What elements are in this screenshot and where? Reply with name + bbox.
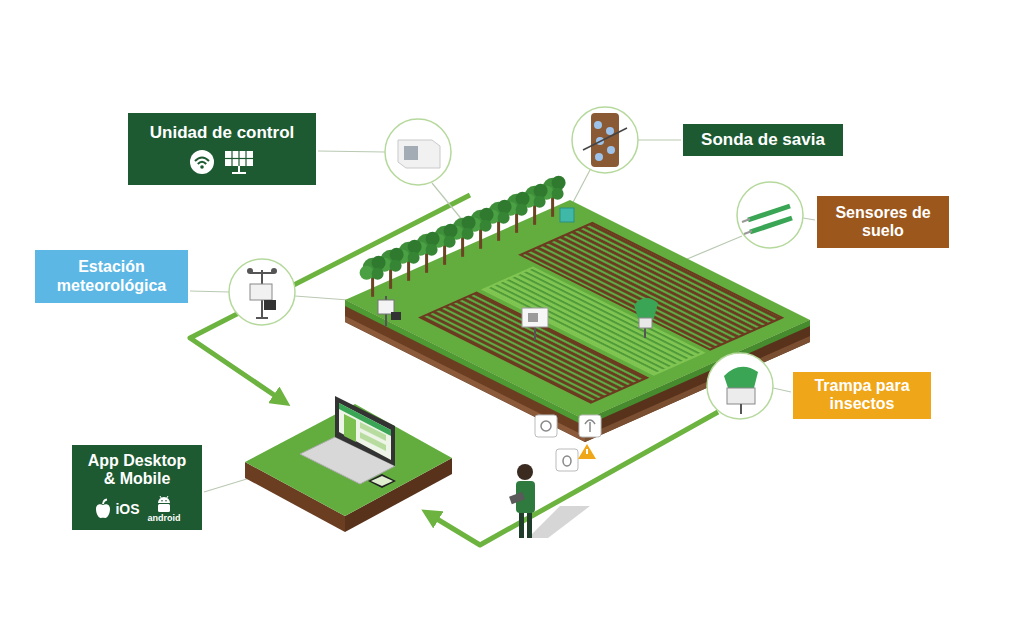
box-title: Estación meteorológica <box>43 258 180 295</box>
leader-lines <box>190 140 815 492</box>
platform-row: iOS android <box>93 495 180 523</box>
box-title: App Desktop & Mobile <box>82 452 192 489</box>
farmer-figure <box>509 464 590 538</box>
control-unit-label: Unidad de control <box>128 113 316 185</box>
field <box>345 200 810 420</box>
apple-icon <box>93 498 113 520</box>
sap-probe-label: Sonda de savia <box>683 124 843 156</box>
app-platform <box>245 396 452 532</box>
alert-icons <box>535 415 601 471</box>
platform-name: iOS <box>115 501 139 517</box>
box-title: Sensores de suelo <box>825 204 941 241</box>
platform-name: android <box>148 513 181 523</box>
solar-panel-icon <box>223 149 255 175</box>
box-title: Sonda de savia <box>701 130 825 150</box>
box-title: Unidad de control <box>150 123 295 143</box>
field-devices <box>378 208 658 340</box>
soil-sensor-label: Sensores de suelo <box>817 196 949 248</box>
icon-row <box>189 149 255 175</box>
app-label: App Desktop & Mobile iOS android <box>72 445 202 530</box>
wifi-icon <box>189 149 215 175</box>
android-icon <box>155 495 173 513</box>
weather-station-label: Estación meteorológica <box>35 250 188 303</box>
tree-row <box>360 176 566 297</box>
box-title: Trampa para insectos <box>801 377 923 414</box>
insect-trap-label: Trampa para insectos <box>793 372 931 419</box>
